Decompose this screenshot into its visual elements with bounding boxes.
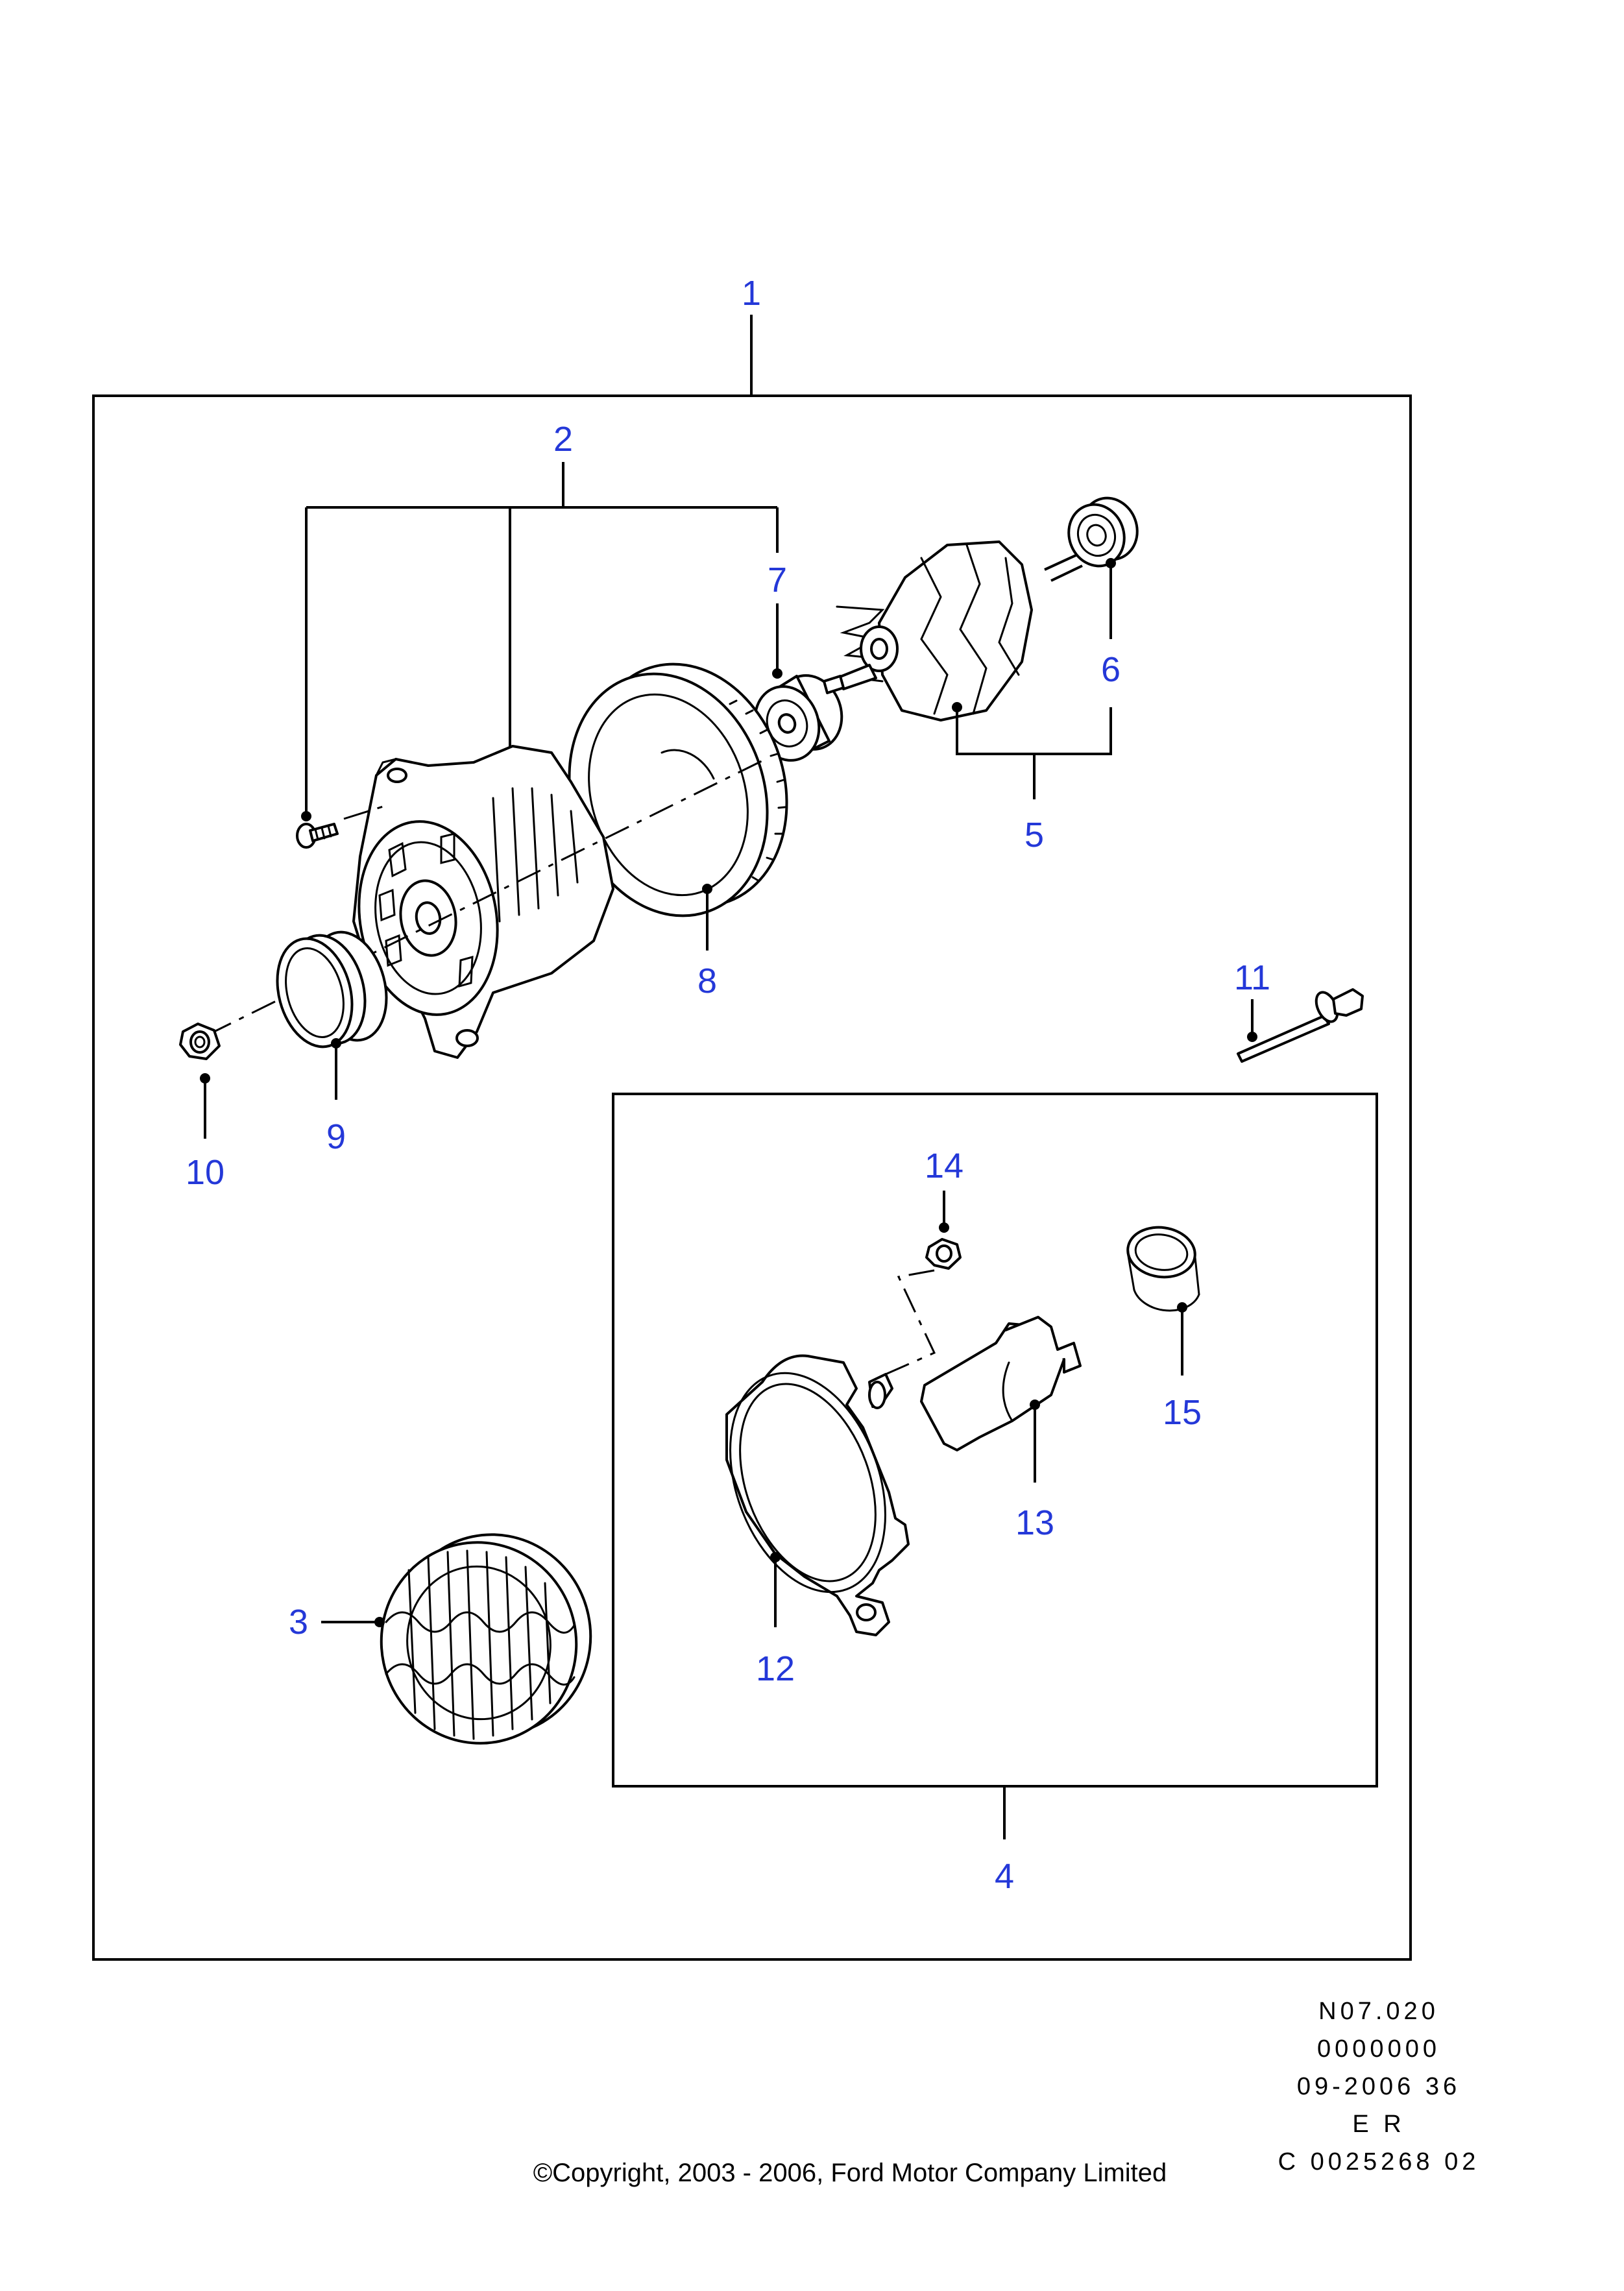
leader-2-screw-dot xyxy=(301,811,311,821)
callout-6: 6 xyxy=(1101,650,1121,689)
inner-group-frame xyxy=(612,1093,1378,1788)
small-nut-part xyxy=(925,1238,962,1270)
stator-part xyxy=(380,1533,592,1745)
leader-13-dot xyxy=(1030,1400,1040,1410)
end-shield-part xyxy=(568,662,788,917)
leader-11-dot xyxy=(1247,1032,1257,1042)
leader-14-dot xyxy=(939,1222,949,1233)
small-nut-axis xyxy=(885,1269,936,1376)
callout-1: 1 xyxy=(742,274,761,313)
leader-15-dot xyxy=(1177,1302,1187,1313)
callout-13: 13 xyxy=(1015,1503,1054,1542)
leader-9-dot xyxy=(331,1038,341,1049)
rotor-part xyxy=(823,540,1083,721)
screw-part xyxy=(296,823,339,849)
copyright-text: ©Copyright, 2003 - 2006, Ford Motor Comp… xyxy=(533,2159,1167,2187)
callout-7: 7 xyxy=(768,561,787,600)
callout-4: 4 xyxy=(995,1857,1014,1896)
regulator-part xyxy=(868,1316,1082,1451)
callout-12: 12 xyxy=(756,1649,795,1688)
callout-2: 2 xyxy=(553,420,573,459)
callout-5: 5 xyxy=(1024,816,1044,855)
leader-6-dot xyxy=(1106,558,1116,568)
callout-15: 15 xyxy=(1163,1393,1202,1432)
callout-8: 8 xyxy=(697,962,717,1000)
rivet-part xyxy=(1237,988,1364,1063)
leader-3-dot xyxy=(374,1617,385,1627)
leader-12-dot xyxy=(770,1552,781,1562)
bearing-part xyxy=(753,674,843,762)
leader-10-dot xyxy=(200,1073,210,1084)
callout-10: 10 xyxy=(186,1153,224,1192)
alternator-housing-part xyxy=(352,745,614,1059)
leader-8-dot xyxy=(702,884,712,894)
ref-line-1: N07.020 xyxy=(1318,1998,1439,2025)
outer-group-frame xyxy=(92,394,1412,1961)
nut-part xyxy=(179,1023,221,1060)
callout-9: 9 xyxy=(326,1117,346,1156)
leader-7-dot xyxy=(772,668,782,679)
callout-14: 14 xyxy=(925,1146,963,1185)
ref-line-4: E R xyxy=(1352,2111,1405,2138)
rear-cover-part xyxy=(725,1354,910,1636)
ref-line-3: 09-2006 36 xyxy=(1297,2073,1460,2100)
ref-line-2: 0000000 xyxy=(1317,2035,1440,2063)
leader-5 xyxy=(956,707,1112,755)
seal-ring-part xyxy=(1126,1226,1200,1312)
callout-3: 3 xyxy=(289,1603,308,1642)
slip-ring-part xyxy=(1067,496,1139,568)
callout-11: 11 xyxy=(1234,958,1270,997)
pulley-part xyxy=(276,930,388,1049)
screw-axis xyxy=(343,803,390,820)
ref-line-5: C 0025268 02 xyxy=(1278,2148,1480,2176)
